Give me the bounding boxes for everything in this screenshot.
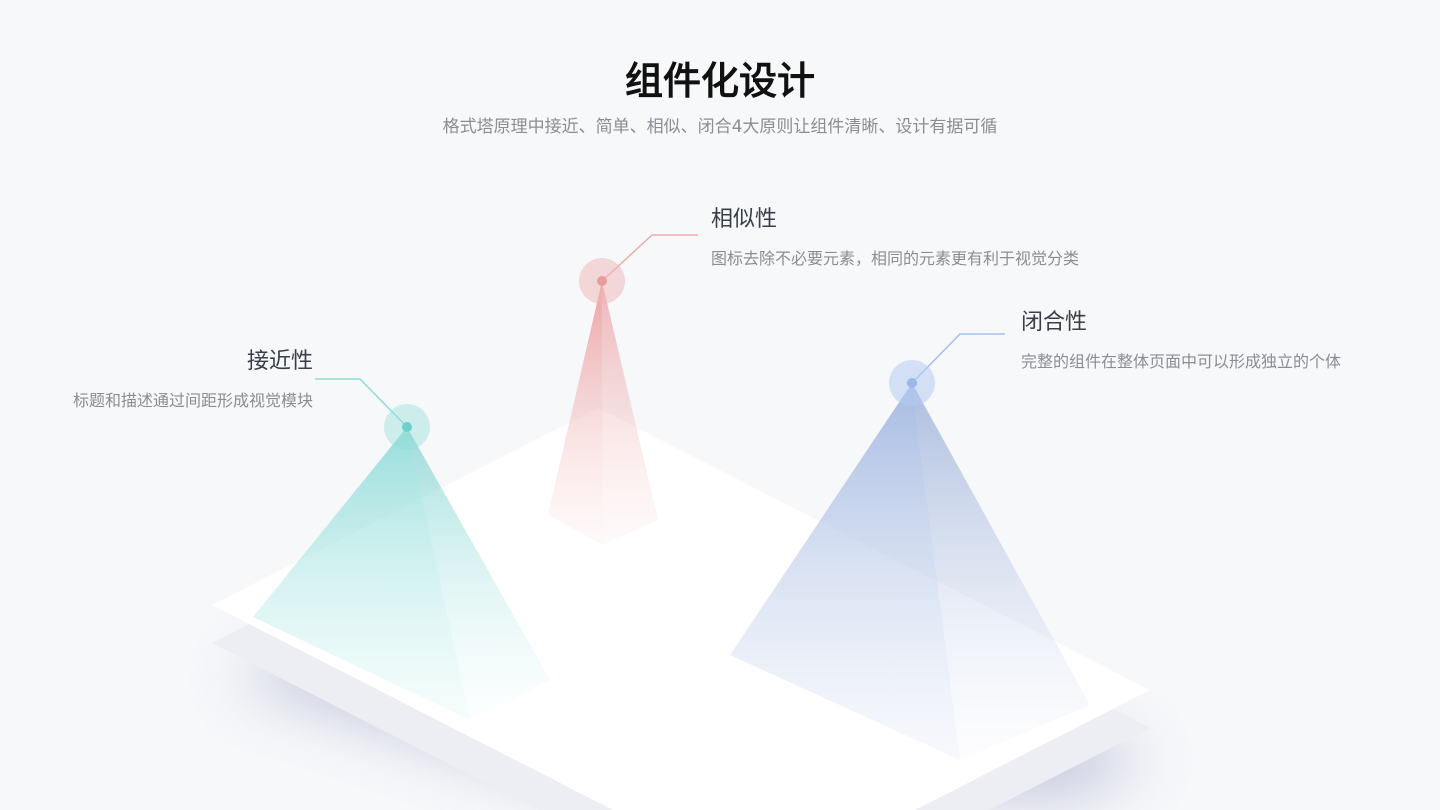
marker-teal xyxy=(315,378,430,450)
label-proximity: 接近性 标题和描述通过间距形成视觉模块 xyxy=(73,343,313,411)
page-title: 组件化设计 xyxy=(624,59,815,103)
proximity-title: 接近性 xyxy=(246,349,313,374)
marker-blue xyxy=(889,333,1005,406)
pyramid-teal xyxy=(253,427,550,720)
pyramid-red xyxy=(548,281,658,545)
label-closure: 闭合性 完整的组件在整体页面中可以形成独立的个体 xyxy=(1021,304,1341,372)
marker-red xyxy=(579,234,698,304)
similarity-desc: 图标去除不必要元素，相同的元素更有利于视觉分类 xyxy=(711,249,1080,268)
similarity-title: 相似性 xyxy=(711,207,778,232)
page-subtitle: 格式塔原理中接近、简单、相似、闭合4大原则让组件清晰、设计有据可循 xyxy=(442,117,998,137)
proximity-desc: 标题和描述通过间距形成视觉模块 xyxy=(72,391,313,410)
pyramid-blue xyxy=(730,383,1090,760)
label-similarity: 相似性 图标去除不必要元素，相同的元素更有利于视觉分类 xyxy=(711,201,1079,269)
closure-title: 闭合性 xyxy=(1021,310,1088,335)
closure-desc: 完整的组件在整体页面中可以形成独立的个体 xyxy=(1021,352,1342,371)
